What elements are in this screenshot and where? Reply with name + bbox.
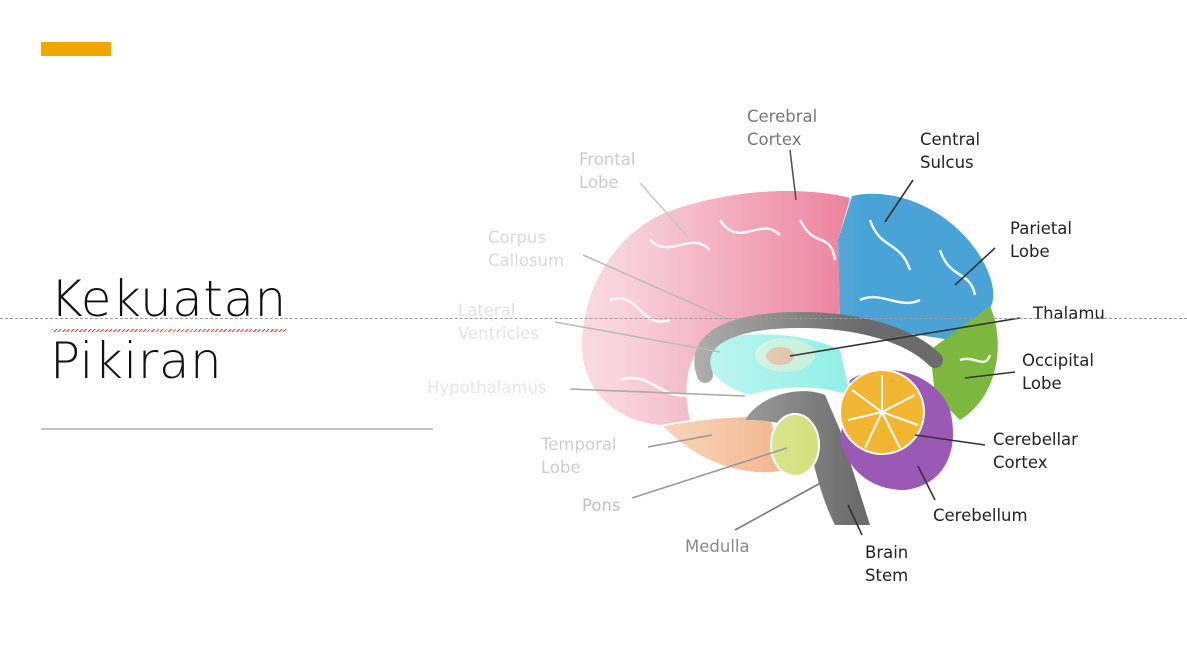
pons-shape <box>770 413 820 477</box>
parietal-lobe-shape <box>838 193 994 340</box>
temporal-lobe-shape <box>663 417 785 473</box>
title-divider <box>41 428 433 430</box>
slide-title[interactable]: Kekuatan Pikiran <box>50 268 287 392</box>
alignment-guide <box>0 318 1187 319</box>
brain-stem-shape <box>745 391 870 525</box>
accent-bar <box>41 42 111 56</box>
leader-lines <box>554 149 1021 536</box>
occipital-lobe-shape <box>930 306 998 420</box>
label-pons: Pons <box>582 496 621 515</box>
label-cerebellum: Cerebellum <box>933 506 1028 525</box>
label-hypothalamus: Hypothalamus <box>427 378 547 397</box>
thalamus-core <box>766 347 794 365</box>
title-line-2: Pikiran <box>50 332 223 390</box>
title-line-1: Kekuatan <box>50 268 287 332</box>
label-medulla: Medulla <box>685 537 750 556</box>
frontal-lobe-shape <box>581 191 850 425</box>
cerebellar-folia <box>847 375 919 449</box>
corpus-callosum-shape <box>694 311 943 383</box>
spellcheck-underline <box>52 329 287 332</box>
label-thalamus: Thalamus <box>1032 304 1113 323</box>
gyri-lines <box>609 219 992 397</box>
